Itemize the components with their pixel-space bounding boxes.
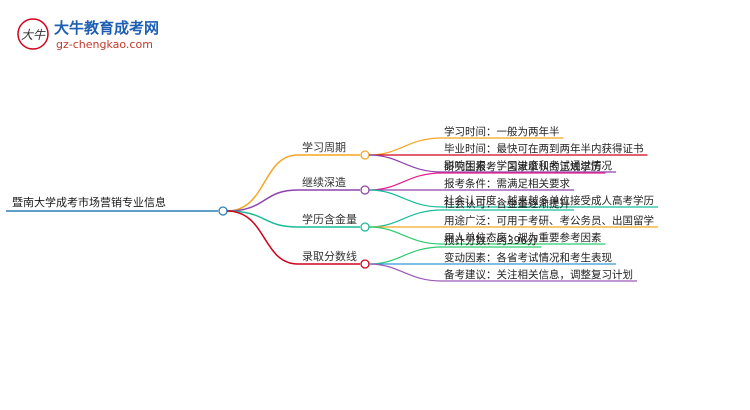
branch-2-leaf-1-connector	[368, 172, 443, 191]
root-connector	[218, 206, 228, 216]
branch-1-leaf-2: 毕业时间：最快可在两到两年半内获得证书	[444, 142, 644, 155]
branch-2-leaf-3-connector	[368, 189, 443, 208]
branch-3-leaf-1-connector	[368, 209, 443, 228]
branch-2: 继续深造 研究生报考：国家承认的正规学历报考条件：需满足相关要求社会认可度：越来越…	[226, 160, 658, 212]
branch-4-leaf-1: 预计分数：约396分	[444, 234, 538, 247]
branch-1-node	[360, 150, 370, 160]
branch-3-leaf-1: 社会认可：含金量逐渐提升	[444, 197, 570, 210]
branch-3-node	[360, 222, 370, 232]
branch-1-leaf-1: 学习时间：一般为两年半	[444, 125, 560, 138]
branches: 学习周期 学习时间：一般为两年半毕业时间：最快可在两到两年半内获得证书影响因素：学…	[226, 125, 658, 282]
root-label: 暨南大学成考市场营销专业信息	[12, 195, 166, 209]
root-node: 暨南大学成考市场营销专业信息	[6, 195, 228, 216]
branch-4-label: 录取分数线	[302, 249, 357, 263]
branch-4-leaf-3: 备考建议：关注相关信息，调整复习计划	[444, 268, 633, 281]
branch-3-label: 学历含金量	[302, 212, 357, 226]
branch-2-node	[360, 185, 370, 195]
branch-3-connector	[226, 210, 299, 228]
branch-3: 学历含金量 社会认可：含金量逐渐提升用途广泛：可用于考研、考公务员、出国留学用人单…	[226, 197, 658, 245]
branch-1-leaf-3: 影响因素：学习进度和考试通过情况	[444, 159, 612, 172]
logo: 大牛 大牛教育成考网 gz-chengkao.com	[17, 18, 159, 51]
logo-badge-text: 大牛	[21, 28, 46, 42]
branch-3-leaf-3-connector	[368, 226, 443, 245]
branch-1: 学习周期 学习时间：一般为两年半毕业时间：最快可在两到两年半内获得证书影响因素：学…	[226, 125, 648, 212]
logo-url: gz-chengkao.com	[56, 38, 153, 51]
branch-4-connector	[226, 210, 299, 265]
branch-4: 录取分数线 预计分数：约396分变动因素：各省考试情况和考生表现备考建议：关注相关…	[226, 210, 637, 282]
branch-4-leaf-1-connector	[368, 246, 443, 265]
branch-1-leaf-1-connector	[368, 137, 443, 156]
branch-2-label: 继续深造	[302, 175, 346, 189]
branch-3-leaf-3: 用人单位态度：视为重要参考因素	[444, 231, 602, 244]
branch-2-connector	[226, 189, 299, 212]
branch-4-node	[360, 259, 370, 269]
logo-badge-icon	[17, 18, 49, 50]
branch-2-leaf-2: 报考条件：需满足相关要求	[444, 177, 570, 190]
branch-3-leaf-2: 用途广泛：可用于考研、考公务员、出国留学	[444, 214, 654, 227]
branch-4-leaf-2: 变动因素：各省考试情况和考生表现	[444, 251, 612, 264]
branch-2-leaf-3: 社会认可度：越来越多单位接受成人高考学历	[444, 194, 654, 207]
branch-1-label: 学习周期	[302, 140, 346, 154]
logo-title: 大牛教育成考网	[54, 19, 159, 37]
branch-1-leaf-3-connector	[368, 154, 443, 173]
branch-4-leaf-3-connector	[368, 263, 443, 282]
branch-2-leaf-1: 研究生报考：国家承认的正规学历	[444, 160, 602, 173]
branch-1-connector	[226, 154, 299, 212]
